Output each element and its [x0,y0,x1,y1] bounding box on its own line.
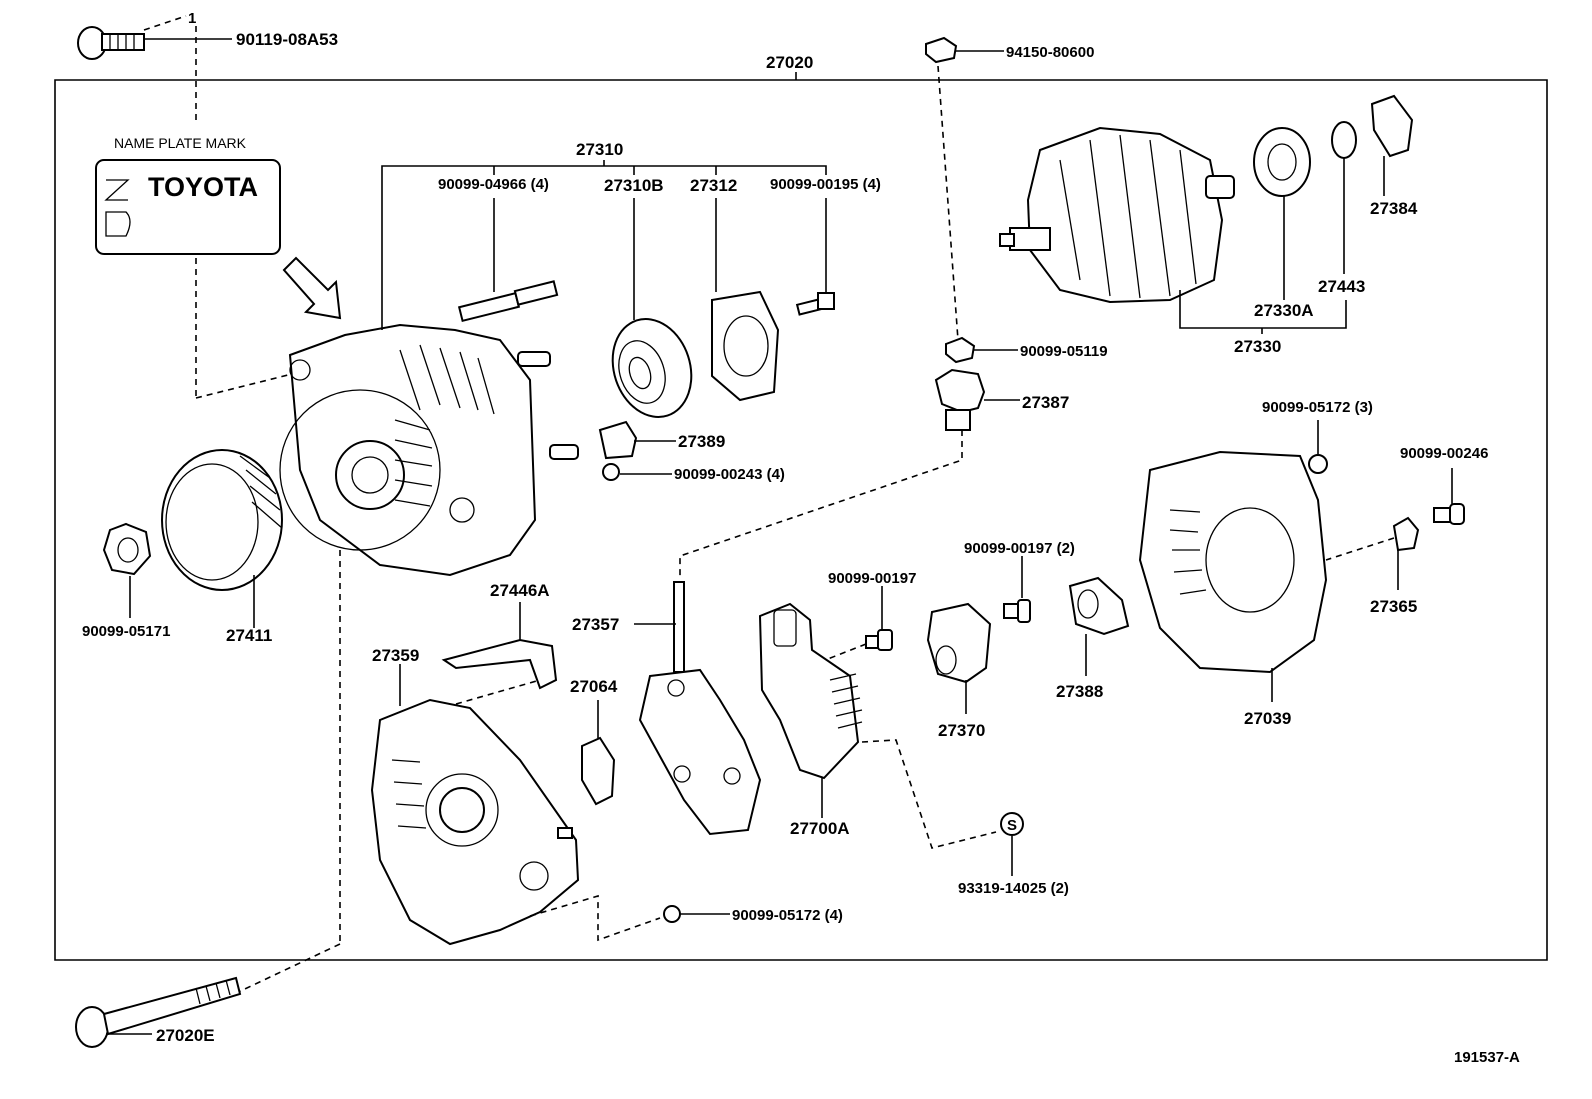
label-27039: 27039 [1244,709,1291,728]
label-27370: 27370 [938,721,985,740]
through-bolt-27020E-icon [75,976,242,1048]
bolt-90119-08A53-icon [77,26,145,60]
label-90099-05119: 90099-05119 [1020,343,1108,360]
rotor-assembly-part [999,126,1235,304]
label-90099-00246: 90099-00246 [1400,445,1488,462]
label-90099-00197-2: 90099-00197 (2) [964,540,1075,557]
label-27365: 27365 [1370,597,1417,616]
bearing-27310B-part [611,318,693,418]
label-27310B: 27310B [604,176,664,195]
label-90099-05172-3: 90099-05172 (3) [1262,399,1373,416]
nut-90099-05172-3-icon [1308,454,1328,474]
label-27443: 27443 [1318,277,1365,296]
name-plate-caption: NAME PLATE MARK [114,135,247,151]
direction-arrow-icon [282,256,342,320]
rotor-bearing-part [1253,127,1311,197]
label-27446A: 27446A [490,581,550,600]
drive-end-housing-part [279,323,579,577]
nut-94150-80600-icon [925,36,958,64]
screw-90099-00197-icon [865,629,893,651]
pulley-nut-icon [102,522,152,576]
callout-1: 1 [188,10,196,27]
terminal-bush-27387-part [934,368,986,431]
label-93319-14025: 93319-14025 (2) [958,880,1069,897]
figure-id: 191537-A [1454,1049,1520,1066]
rear-end-cover-27039-part [1138,450,1328,674]
spacer-27443-part [1331,121,1357,159]
nut-90099-05172-4-icon [663,905,681,923]
label-90099-00243: 90099-00243 (4) [674,466,785,483]
rectifier-end-frame-27359-part [370,698,580,946]
screw-90099-00197-2-icon [1003,599,1031,623]
label-90119-08A53: 90119-08A53 [236,30,338,49]
label-27700A: 27700A [790,819,850,838]
screw-90099-00195-icon [795,292,835,316]
insulator-27064-part [581,736,616,806]
label-27064: 27064 [570,677,618,696]
label-27411: 27411 [226,626,272,645]
label-27330A: 27330A [1254,301,1314,320]
label-94150-80600: 94150-80600 [1006,44,1094,61]
label-27388: 27388 [1056,682,1103,701]
nut-90099-05119-icon [945,336,976,364]
label-90099-05171: 90099-05171 [82,623,170,640]
bearing-cover-27384-part [1370,94,1414,158]
terminal-insulator-27388-part [1068,576,1130,636]
label-90099-00197: 90099-00197 [828,570,916,587]
label-27384: 27384 [1370,199,1418,218]
bracket-27446A-part [441,638,558,690]
nut-90099-00243-icon [602,463,620,481]
label-27020E: 27020E [156,1026,215,1045]
stud-bolt-part [457,280,559,323]
bearing-retainer-part [711,290,780,402]
label-27310: 27310 [576,140,623,159]
symbol-s-icon [1000,812,1024,836]
label-27387: 27387 [1022,393,1069,412]
symbol-s: S [1007,817,1017,834]
label-27389: 27389 [678,432,725,451]
label-90099-05172-4: 90099-05172 (4) [732,907,843,924]
voltage-regulator-27700A-part [758,602,863,780]
pulley-27411-part [161,449,283,591]
assembly-frame [54,79,1548,961]
label-27330: 27330 [1234,337,1281,356]
label-27020: 27020 [766,53,813,72]
terminal-insulator-part [598,420,638,460]
name-plate-brand: TOYOTA [148,172,258,202]
bolt-90099-00246-icon [1433,503,1465,525]
label-90099-04966: 90099-04966 (4) [438,176,549,193]
label-27359: 27359 [372,646,419,665]
label-90099-00195: 90099-00195 (4) [770,176,881,193]
insulator-27365-part [1392,516,1420,552]
label-27312: 27312 [690,176,737,195]
name-plate [95,159,281,255]
label-27357: 27357 [572,615,619,634]
brush-holder-cover-27370-part [926,602,992,684]
rectifier-holder-27357-part [638,581,762,836]
